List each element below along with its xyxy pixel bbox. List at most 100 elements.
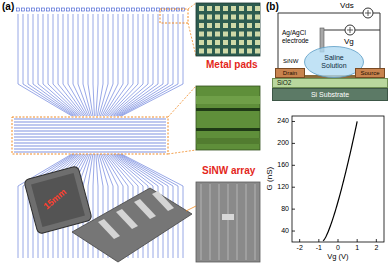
metal-pad <box>255 15 260 20</box>
layout-lead <box>73 14 88 116</box>
metal-pad <box>247 15 252 20</box>
array-band <box>14 128 166 129</box>
tick-mark <box>299 239 300 242</box>
probe-needle <box>134 199 156 219</box>
tick-mark <box>357 239 358 242</box>
layout-lead <box>105 14 128 116</box>
metal-pad <box>223 40 228 45</box>
sem-lead <box>255 184 256 260</box>
metal-pad <box>247 23 252 28</box>
layout-lead <box>112 14 153 116</box>
metal-pad <box>239 15 244 20</box>
chip-body <box>24 166 93 235</box>
layout-pad <box>92 8 95 11</box>
metal-pad <box>231 15 236 20</box>
metal-pad <box>255 40 260 45</box>
metal-pad <box>247 40 252 45</box>
sem-lead <box>219 184 220 260</box>
metal-pad <box>215 6 220 11</box>
metal-pad <box>207 6 212 11</box>
metal-pad <box>247 6 252 11</box>
tick-label: 240 <box>277 117 289 125</box>
metal-pad <box>255 32 260 37</box>
tick-label: 80 <box>281 205 289 213</box>
tick-mark <box>318 239 319 242</box>
layout-pad <box>37 8 40 11</box>
layout-pad <box>57 8 60 11</box>
metal-pad <box>199 49 204 54</box>
pads-micrograph <box>196 3 260 56</box>
tick-mark <box>292 121 295 122</box>
zoom-box <box>160 9 188 23</box>
metal-pad <box>223 32 228 37</box>
probe-needle <box>116 209 138 229</box>
zoom-leader <box>168 86 196 117</box>
callout-label: SiNW array <box>202 165 255 177</box>
array-band <box>14 125 166 126</box>
layout-lead <box>111 14 148 116</box>
metal-pad <box>239 49 244 54</box>
array-band <box>14 137 166 138</box>
zoom-leader <box>188 3 196 9</box>
array-band <box>14 119 166 120</box>
tick-label: -2 <box>297 244 303 252</box>
metal-pad <box>215 32 220 37</box>
array-band <box>14 134 166 135</box>
metal-pad <box>255 6 260 11</box>
layout-pad <box>62 8 65 11</box>
zoom-leader <box>186 206 196 211</box>
tick-mark <box>292 209 295 210</box>
layout-lead <box>58 14 84 116</box>
metal-pad <box>207 40 212 45</box>
chip-photo <box>24 166 93 235</box>
layout-pad <box>47 8 50 11</box>
layout-lead <box>120 14 178 116</box>
layout-pad <box>152 8 155 11</box>
probe-needle <box>152 191 174 211</box>
dimension-label: 15mm <box>42 187 69 212</box>
metal-pad <box>231 49 236 54</box>
nanowire-stripe <box>196 128 260 131</box>
layout-pad <box>87 8 90 11</box>
layout-pad <box>102 8 105 11</box>
layout-pad <box>97 8 100 11</box>
sem-lead <box>201 184 202 260</box>
probe-photo <box>72 188 192 262</box>
tick-mark <box>338 239 339 242</box>
layout-pad <box>137 8 140 11</box>
zoom-box <box>12 117 168 154</box>
array-band <box>14 131 166 132</box>
nanowire-stripe <box>196 108 260 111</box>
tick-label: -1 <box>316 244 322 252</box>
metal-pad <box>231 40 236 45</box>
tick-label: 160 <box>277 161 289 169</box>
sem-lead <box>237 184 238 260</box>
array-band <box>14 149 166 150</box>
metal-pad <box>207 49 212 54</box>
zoom-leader <box>168 150 196 154</box>
layout-pad <box>27 8 30 11</box>
layout-lead <box>121 14 183 116</box>
metal-pad <box>199 32 204 37</box>
node-label: Drain <box>283 70 297 77</box>
metal-pad <box>223 6 228 11</box>
tick-label: 40 <box>281 227 289 235</box>
layout-pad <box>117 8 120 11</box>
layout-pad <box>67 8 70 11</box>
sem-lead <box>210 184 211 260</box>
layout-pad <box>147 8 150 11</box>
metal-pad <box>215 40 220 45</box>
metal-pad <box>247 32 252 37</box>
voltage-label: Vds <box>340 1 354 10</box>
layout-lead <box>103 14 123 116</box>
metal-pad <box>239 6 244 11</box>
panel-letter: (b) <box>266 1 279 13</box>
tick-mark <box>376 239 377 242</box>
metal-pad <box>207 15 212 20</box>
node-label: Saline Solution <box>312 54 356 69</box>
metal-pad <box>199 23 204 28</box>
layout-lead <box>33 14 76 116</box>
conductance-curve <box>323 121 357 240</box>
voltage-source <box>363 8 373 18</box>
